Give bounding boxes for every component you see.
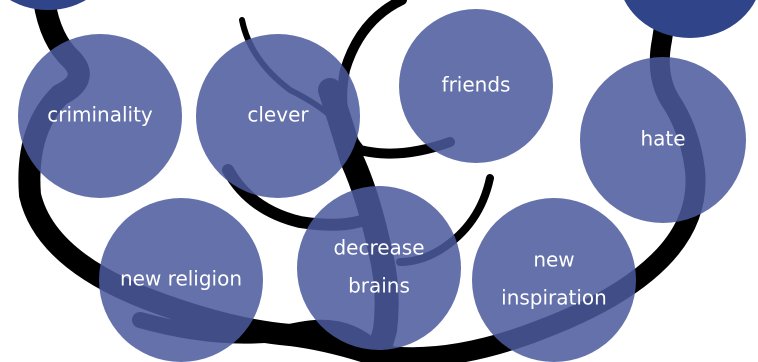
node-decrease-brains: decrease brains: [297, 186, 461, 350]
node-circle: [18, 34, 182, 198]
node-hate: hate: [580, 57, 746, 223]
node-new-religion: new religion: [99, 198, 263, 362]
node-circle: [580, 57, 746, 223]
node-label: new religion: [120, 267, 242, 291]
node-label: clever: [247, 103, 309, 127]
node-clever: clever: [196, 34, 360, 198]
node-circle: [99, 198, 263, 362]
top-left-partial-node: [10, 0, 86, 10]
corner-circles: [10, 0, 756, 38]
node-circle: [297, 186, 461, 350]
node-label: new: [533, 248, 574, 272]
node-circles: criminality clever friends hate new religion…: [18, 9, 746, 362]
node-criminality: criminality: [18, 34, 182, 198]
node-label: criminality: [47, 103, 153, 127]
node-label: hate: [640, 127, 685, 151]
top-right-partial-node: [624, 0, 756, 38]
node-circle: [472, 198, 636, 362]
node-circle: [399, 9, 553, 163]
node-friends: friends: [399, 9, 553, 163]
node-label: friends: [442, 73, 511, 97]
node-circle: [196, 34, 360, 198]
node-label: decrease: [333, 236, 424, 260]
node-new-inspiration: new inspiration: [472, 198, 636, 362]
node-label: inspiration: [501, 286, 607, 310]
node-label: brains: [348, 274, 410, 298]
